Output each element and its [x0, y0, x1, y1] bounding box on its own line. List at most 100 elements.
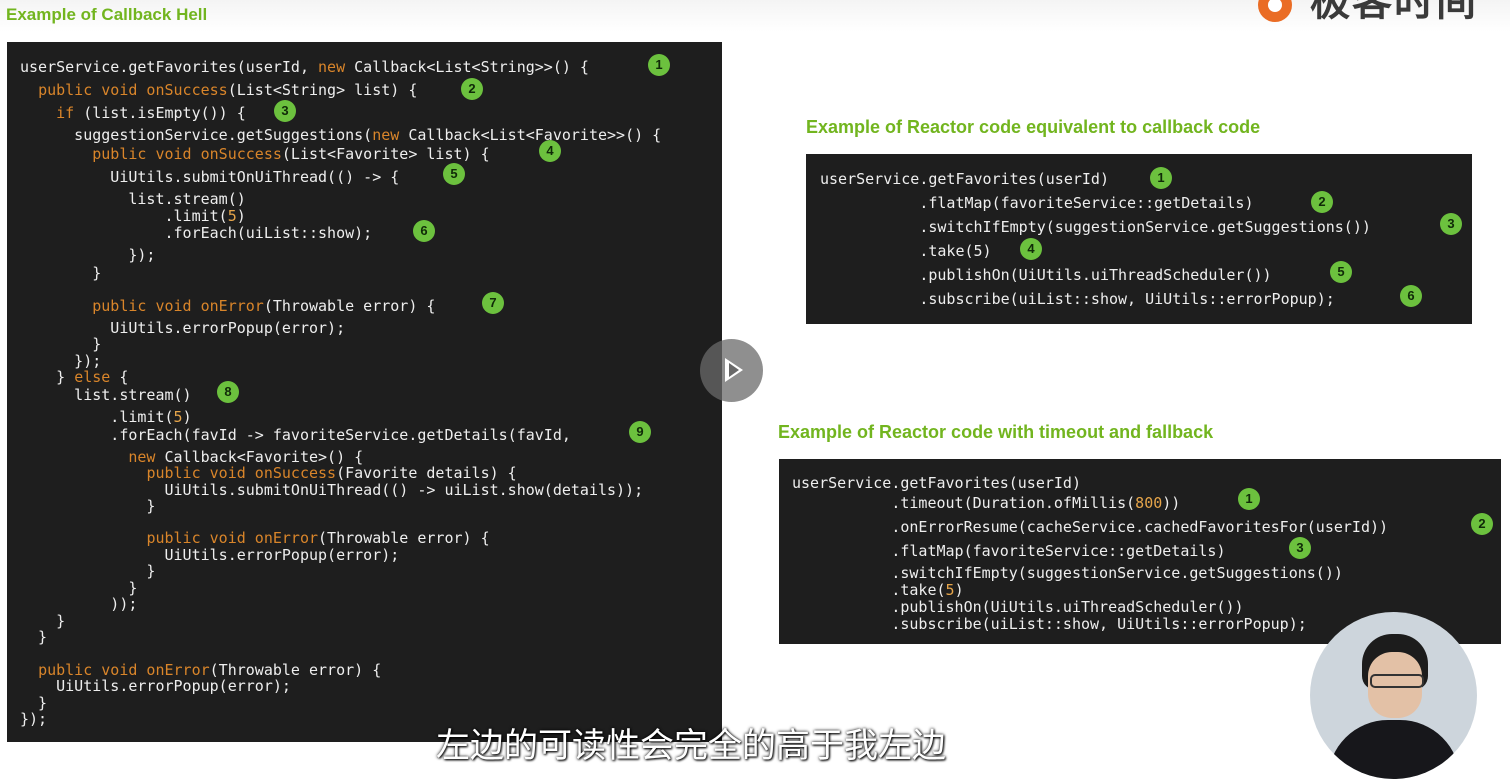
code-number: 800 [1135, 494, 1163, 512]
code-line: .subscribe(uiList::show, UiUtils::errorP… [792, 615, 1307, 633]
code-line: public void onError(Throwable error) { [20, 529, 490, 547]
code-line: .flatMap(favoriteService::getDetails) [792, 542, 1225, 560]
code-text: ) [182, 408, 192, 426]
code-text: UiUtils.errorPopup(error); [20, 677, 291, 695]
code-text: .switchIfEmpty(suggestionService.getSugg… [792, 564, 1343, 582]
code-text: list.stream() [20, 190, 246, 208]
code-line: } [20, 335, 101, 353]
code-text: } [20, 694, 48, 712]
code-text: .limit( [20, 207, 228, 225]
code-text [20, 464, 146, 482]
code-number: 5 [173, 408, 183, 426]
step-number-badge: 2 [1311, 191, 1333, 213]
step-number-badge: 8 [217, 381, 239, 403]
reactor-code-panel: userService.getFavorites(userId) .flatMa… [806, 154, 1472, 324]
code-text: .publishOn(UiUtils.uiThreadScheduler()) [820, 266, 1272, 284]
code-line: public void onSuccess(List<String> list)… [20, 81, 417, 99]
code-line: .subscribe(uiList::show, UiUtils::errorP… [820, 290, 1335, 308]
code-line: userService.getFavorites(userId) [820, 170, 1109, 188]
timeout-section-title: Example of Reactor code with timeout and… [778, 422, 1214, 442]
code-text: (Throwable error) { [209, 661, 382, 679]
step-number-badge: 5 [443, 163, 465, 185]
code-line: }); [20, 710, 47, 728]
code-keyword: new [318, 58, 346, 76]
code-text: (Throwable error) { [263, 297, 436, 315]
code-text: .subscribe(uiList::show, UiUtils::errorP… [820, 290, 1335, 308]
code-text: } [20, 628, 48, 646]
code-keyword: else [74, 368, 111, 386]
code-line: new Callback<Favorite>() { [20, 448, 363, 466]
timeout-code-panel: userService.getFavorites(userId) .timeou… [779, 459, 1501, 644]
code-text: }); [20, 352, 102, 370]
step-number-badge: 2 [461, 78, 483, 100]
code-line: userService.getFavorites(userId) [792, 474, 1081, 492]
code-line: }); [20, 246, 155, 264]
code-line: suggestionService.getSuggestions(new Cal… [20, 126, 661, 144]
code-text: (Favorite details) { [336, 464, 517, 482]
video-play-button[interactable] [700, 339, 763, 402]
brand-logo: 极客时间 [1258, 0, 1478, 22]
code-line: .flatMap(favoriteService::getDetails) [820, 194, 1253, 212]
code-text: } [20, 562, 156, 580]
step-number-badge: 2 [1471, 513, 1493, 535]
code-text: Callback<List<Favorite>>() { [399, 126, 662, 144]
code-text: } [20, 612, 66, 630]
code-text: userService.getFavorites(userId) [792, 474, 1081, 492]
code-number: 5 [227, 207, 237, 225]
code-text: .forEach(favId -> favoriteService.getDet… [20, 426, 571, 444]
code-line: } [20, 628, 47, 646]
code-keyword: public void onError [146, 529, 319, 547]
code-line: .onErrorResume(cacheService.cachedFavori… [792, 518, 1388, 536]
presenter-glasses [1370, 674, 1424, 688]
reactor-section-title: Example of Reactor code equivalent to ca… [806, 117, 1261, 137]
code-text: }); [20, 710, 48, 728]
step-number-badge: 5 [1330, 261, 1352, 283]
code-text: UiUtils.errorPopup(error); [20, 546, 400, 564]
code-text: UiUtils.errorPopup(error); [20, 319, 346, 337]
step-number-badge: 7 [482, 292, 504, 314]
step-number-badge: 9 [629, 421, 651, 443]
step-number-badge: 6 [413, 220, 435, 242]
code-line: } else { [20, 368, 128, 386]
code-text: .onErrorResume(cacheService.cachedFavori… [792, 518, 1389, 536]
code-keyword: public void onSuccess [38, 81, 228, 99]
code-line: .switchIfEmpty(suggestionService.getSugg… [820, 218, 1371, 236]
code-line: } [20, 497, 155, 515]
code-line: UiUtils.errorPopup(error); [20, 319, 345, 337]
code-line: .limit(5) [20, 207, 245, 225]
code-text: ) [954, 581, 964, 599]
code-line: .publishOn(UiUtils.uiThreadScheduler()) [820, 266, 1272, 284]
code-text: .flatMap(favoriteService::getDetails) [792, 542, 1226, 560]
code-text: Callback<Favorite>() { [155, 448, 364, 466]
code-text: .subscribe(uiList::show, UiUtils::errorP… [792, 615, 1307, 633]
code-line: .forEach(favId -> favoriteService.getDet… [20, 426, 571, 444]
code-line: userService.getFavorites(userId, new Cal… [20, 58, 589, 76]
slide-title: Example of Callback Hell [6, 5, 208, 24]
code-line: } [20, 562, 155, 580]
code-keyword: new [372, 126, 400, 144]
code-text: .publishOn(UiUtils.uiThreadScheduler()) [792, 598, 1244, 616]
code-line: if (list.isEmpty()) { [20, 104, 246, 122]
code-number: 5 [945, 581, 955, 599]
code-keyword: new [128, 448, 156, 466]
code-text: (List<Favorite> list) { [281, 145, 490, 163]
code-text: } [20, 335, 102, 353]
code-text: UiUtils.submitOnUiThread(() -> { [20, 168, 400, 186]
code-line: } [20, 579, 137, 597]
code-line: }); [20, 352, 101, 370]
code-keyword: public void onError [92, 297, 264, 315]
step-number-badge: 3 [1440, 213, 1462, 235]
code-keyword: public void onSuccess [92, 145, 282, 163]
code-text: (List<String> list) { [227, 81, 418, 99]
step-number-badge: 1 [1238, 488, 1260, 510]
code-text: (Throwable error) { [318, 529, 490, 547]
code-line: public void onError(Throwable error) { [20, 661, 381, 679]
code-line: .publishOn(UiUtils.uiThreadScheduler()) [792, 598, 1244, 616]
code-text: .limit( [20, 408, 174, 426]
code-text [20, 297, 92, 315]
code-text: .forEach(uiList::show); [20, 224, 373, 242]
code-text [20, 104, 56, 122]
step-number-badge: 6 [1400, 285, 1422, 307]
code-line: } [20, 694, 47, 712]
code-line: list.stream() [20, 190, 246, 208]
